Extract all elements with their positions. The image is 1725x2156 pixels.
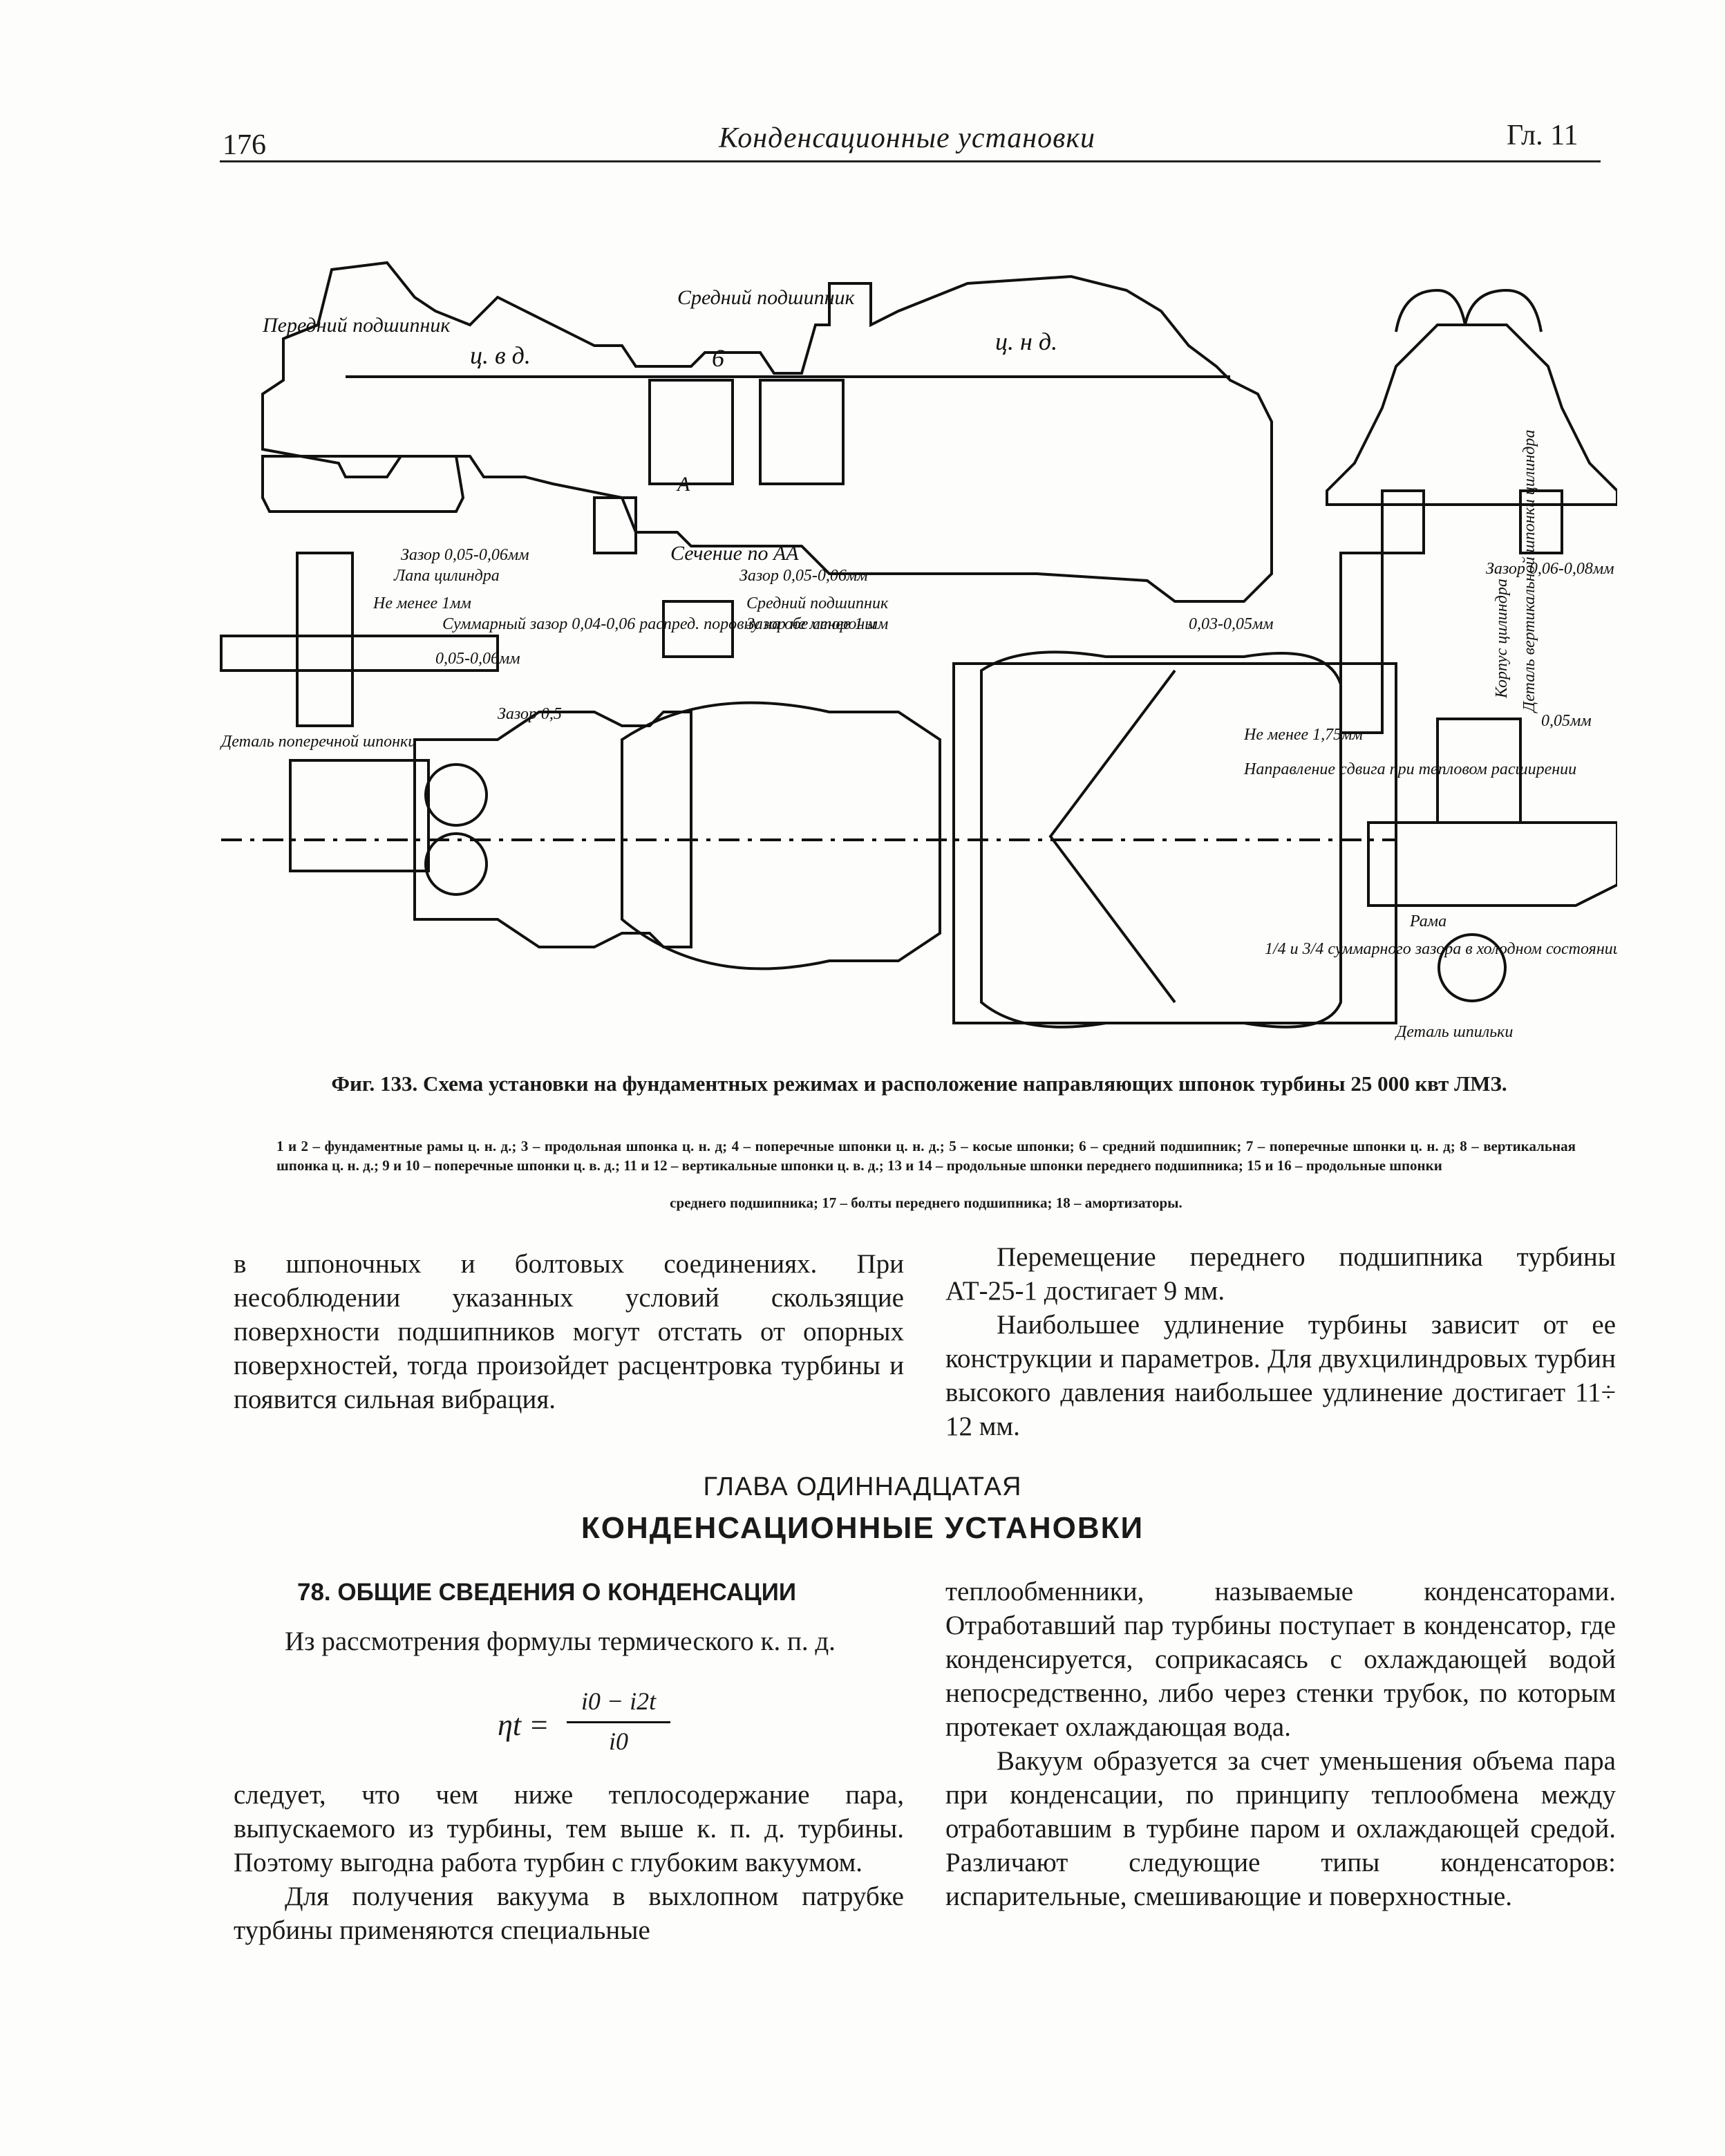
middle-bearing-block-right [759,379,845,485]
label-min-gap: Зазор не менее 1 мм [746,615,888,633]
front-roller-bottom [424,832,488,896]
formula-denominator: i0 [608,1727,628,1755]
label-gap1: Зазор 0,05-0,06мм [401,546,529,564]
hp-casing-plan [621,701,941,971]
lp-support-left [1381,489,1425,554]
paragraph: Перемещение переднего подшипника турбины… [945,1242,1616,1306]
lp-plan-frame-outer [952,662,1397,1024]
label-gap05: Зазор 0,5 [498,705,562,723]
body-top-right: Перемещение переднего подшипника турбины… [945,1240,1616,1443]
cross-key-bolt [296,552,354,727]
running-title: Конденсационные установки [719,122,1096,154]
label-gap4: 0,03-0,05мм [1189,615,1274,633]
paragraph: Наибольшее удлинение турбины зависит от … [945,1310,1616,1441]
label-housing: Корпус цилиндра [1493,579,1511,699]
front-pedestal [261,455,465,513]
formula-lhs: ηt = [498,1708,549,1742]
chapter-kicker: ГЛАВА ОДИННАДЦАТАЯ [703,1472,1022,1501]
figure-legend: 1 и 2 – фундаментные рамы ц. н. д.; 3 – … [276,1138,1576,1174]
figure-labels: Передний подшипник ц. в д. Средний подши… [220,286,1621,1041]
label-min1: Не менее 1мм [373,594,471,612]
stud-cross-section [1438,933,1507,1002]
body-bottom-left-intro: Из рассмотрения формулы термического к. … [234,1624,904,1658]
label-frame: Рама [1409,912,1446,930]
label-cyl-paw: Лапа цилиндра [393,567,500,585]
label-cross-key: Деталь поперечной шпонки [220,733,416,751]
page-number: 176 [223,129,266,161]
formula-numerator: i0 − i2t [581,1687,657,1715]
label-mid-bearing2: Средний подшипник [746,594,889,612]
chapter-reference: Гл. 11 [1507,120,1578,151]
label-gap3: Зазор 0,05-0,06мм [739,567,868,585]
label-gap5: Зазор 0,06-0,08мм [1486,560,1614,578]
label-middle-bearing: Средний подшипник [677,286,855,309]
label-total-gap: Суммарный зазор 0,04-0,06 распред. поров… [442,615,876,633]
hp-cylinder-plan [413,711,692,948]
section-aa [662,600,734,658]
paragraph: следует, что чем ниже теплосодержание па… [234,1780,904,1877]
amortizer [593,496,637,554]
paragraph: Из рассмотрения формулы термического к. … [285,1627,836,1656]
label-min175: Не менее 1,75мм [1243,726,1363,744]
label-section: Сечение по АА [670,542,799,565]
label-direction: Направление сдвига при тепловом расширен… [1243,760,1576,778]
paragraph: теплообменники, называемые конденсаторам… [945,1577,1616,1742]
lp-support-right [1519,489,1563,554]
section-title: 78. ОБЩИЕ СВЕДЕНИЯ О КОНДЕНСАЦИИ [297,1579,797,1606]
lp-plan-chevron [1048,669,1176,1004]
label-lp-cylinder: ц. н д. [995,328,1057,355]
label-quarter: 1/4 и 3/4 суммарного зазора в холодном с… [1265,940,1617,958]
label-stud: Деталь шпильки [1395,1023,1513,1041]
cross-key-detail [220,635,499,672]
lp-end-domes [1395,288,1543,332]
front-bearing-plan [289,759,430,872]
turbine-key-diagram: Передний подшипник ц. в д. Средний подши… [207,187,1621,1092]
body-top-left: в шпоночных и болтовых соединениях. При … [234,1247,904,1416]
paragraph: Для получения вакуума в выхлопном патруб… [234,1882,904,1945]
vertical-key-detail [1339,552,1384,734]
figure-caption: Фиг. 133. Схема установки на фундаментны… [331,1071,1507,1096]
label-front-bearing: Передний подшипник [262,314,451,337]
label-gap6: 0,05мм [1541,712,1592,730]
header-rule [220,160,1601,162]
paragraph: в шпоночных и болтовых соединениях. При … [234,1249,904,1414]
label-hp-cylinder: ц. в д. [470,341,531,369]
body-bottom-left: следует, что чем ниже теплосодержание па… [234,1778,904,1947]
turbine-outline [261,261,1273,603]
chapter-title: КОНДЕНСАЦИОННЫЕ УСТАНОВКИ [581,1511,1144,1545]
label-gap2: 0,05-0,06мм [435,650,520,668]
label-vert-key: Деталь вертикальной шпонки цилиндра [1520,430,1538,713]
label-six: 6 [712,344,724,372]
figure-legend-end: среднего подшипника; 17 – болты переднег… [670,1194,1182,1211]
lp-plan-body [980,650,1342,1029]
frame-detail [1367,821,1619,907]
efficiency-formula: ηt = i0 − i2t i0 [498,1687,677,1763]
middle-bearing-block-left [648,379,734,485]
label-a: А [676,473,690,496]
paragraph: Вакуум образуется за счет уменьшения объ… [945,1746,1616,1911]
turbine-drawing: Передний подшипник ц. в д. Средний подши… [220,261,1621,1041]
front-roller-top [424,763,488,827]
body-bottom-right: теплообменники, называемые конденсаторам… [945,1575,1616,1913]
lp-end-view [1326,324,1619,506]
formula-fraction-bar [567,1721,670,1723]
